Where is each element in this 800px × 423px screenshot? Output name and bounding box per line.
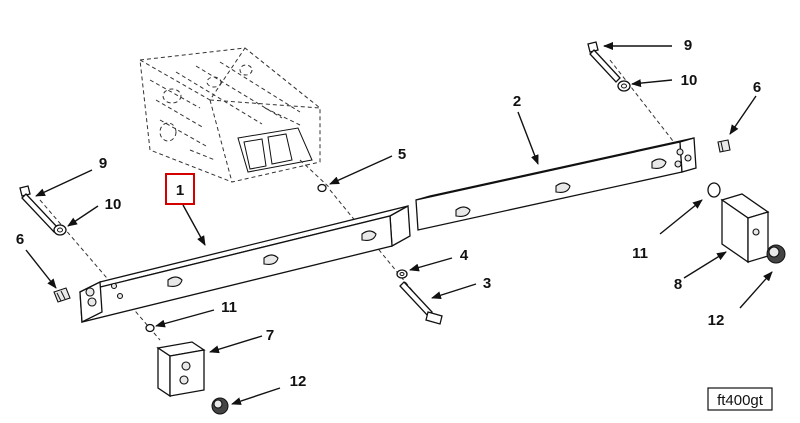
callout-6-right: 6	[753, 79, 761, 96]
part-10-washer-left	[53, 224, 67, 236]
part-12-cap-right	[766, 244, 786, 264]
callout-2: 2	[513, 93, 521, 110]
callout-12-left: 12	[290, 373, 307, 390]
part-12-cap-left	[211, 397, 229, 415]
part-3-bolt	[399, 281, 443, 325]
callout-1: 1	[176, 182, 184, 199]
part-5-o-ring	[317, 183, 327, 193]
callout-9-left: 9	[99, 155, 107, 172]
callout-6-left: 6	[16, 231, 24, 248]
callout-12-right: 12	[708, 312, 725, 329]
leader-arrows	[25, 42, 773, 405]
callout-11-left: 11	[221, 299, 237, 316]
callout-8: 8	[674, 276, 682, 293]
part-11-o-ring-right	[707, 182, 721, 198]
figure-reference-tag: ft400gt	[707, 387, 773, 411]
callout-10-right: 10	[681, 72, 698, 89]
callout-10-left: 10	[105, 196, 122, 213]
part-2-right-bar	[415, 137, 697, 231]
callout-5: 5	[398, 146, 406, 163]
callout-9-right: 9	[684, 37, 692, 54]
callout-7: 7	[266, 327, 274, 344]
part-9-bolt-left	[19, 185, 59, 233]
part-1-left-bar	[79, 204, 411, 324]
callout-1-highlight-box	[165, 173, 195, 205]
cylinder-head-phantom	[139, 47, 331, 189]
callout-11-right: 11	[632, 245, 648, 262]
part-9-bolt-right	[587, 41, 621, 83]
part-10-washer-right	[617, 80, 631, 92]
part-8-block	[720, 193, 770, 264]
callout-3: 3	[483, 275, 491, 292]
callout-4: 4	[460, 247, 469, 264]
part-7-block	[156, 341, 206, 398]
part-6-plug-right	[717, 139, 731, 153]
figure-reference-text: ft400gt	[717, 392, 764, 409]
part-11-o-ring-left	[145, 323, 155, 333]
part-6-plug-left	[53, 287, 71, 303]
part-4-washer	[396, 269, 408, 279]
